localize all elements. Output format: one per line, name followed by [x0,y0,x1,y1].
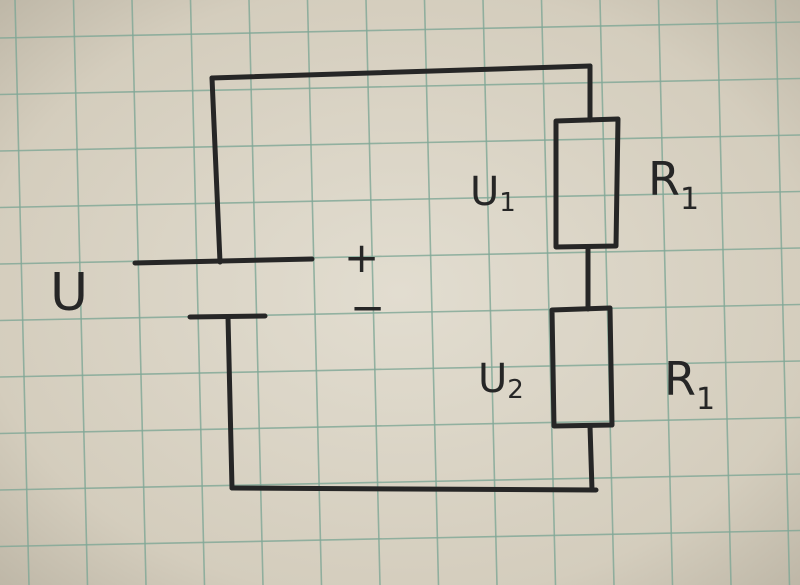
u1-label: U1 [470,169,516,218]
u2-subscript: 2 [507,375,524,405]
grid-line-vertical [774,0,791,585]
r1-top-subscript: 1 [680,182,699,217]
grid-line-vertical [657,0,674,585]
grid-line-horizontal [0,134,800,152]
plus-sign: + [344,233,379,282]
grid-line-horizontal [0,190,800,209]
u1-subscript: 1 [499,188,516,218]
r1-bottom-letter: R [664,352,696,406]
bottom-wire [229,485,599,493]
circuit [132,63,621,493]
battery-long-plate [132,256,315,266]
grid-line-horizontal [0,77,800,96]
grid-line-horizontal [0,529,800,548]
grid-line-vertical [716,0,732,585]
u2-label: U2 [478,356,524,405]
grid-line-horizontal [0,360,800,378]
r1-bottom-label: R1 [664,352,715,417]
left-upper-wire [209,75,223,265]
grid-line-vertical [599,0,615,585]
resistor-r1-bottom [549,305,615,429]
top-wire [209,63,593,81]
grid-line-vertical [189,0,206,585]
grid-line-horizontal [0,21,800,39]
grid-line-horizontal [0,473,800,491]
resistor-r1-top [553,116,621,250]
r1-bottom-subscript: 1 [696,382,715,417]
grid-line-horizontal [0,416,800,435]
minus-sign: − [350,283,385,332]
u2-letter: U [478,356,507,402]
grid-line-vertical [14,0,30,585]
grid-line-horizontal [0,303,800,322]
left-lower-wire [225,314,235,491]
right-bottom-wire [587,423,595,493]
r1-top-label: R1 [648,152,699,217]
source-voltage-label: U [50,263,88,323]
u1-letter: U [470,169,499,215]
r1-top-letter: R [648,152,680,206]
